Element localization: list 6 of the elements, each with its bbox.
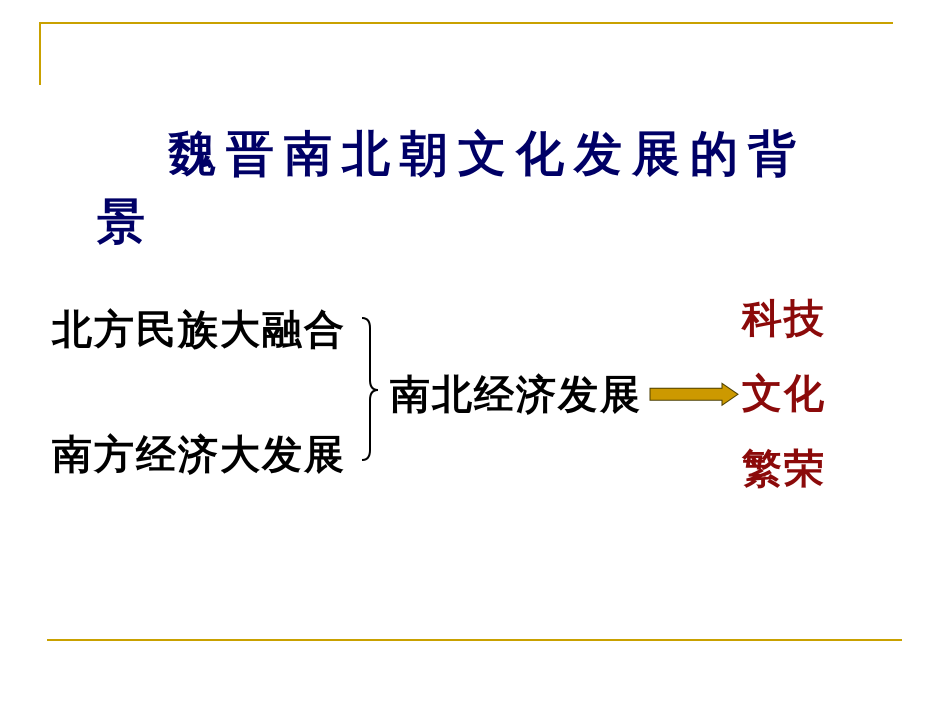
result-text: 科技文化繁荣 <box>742 281 830 506</box>
topic-text: 南方经济大发展 <box>52 433 346 477</box>
topic-text: 北方民族大融合 <box>52 308 346 352</box>
block-arrow <box>650 382 739 406</box>
topic-text: 南北经济发展 <box>390 373 642 417</box>
slide-title: 魏晋南北朝文化发展的背景 <box>97 125 807 252</box>
